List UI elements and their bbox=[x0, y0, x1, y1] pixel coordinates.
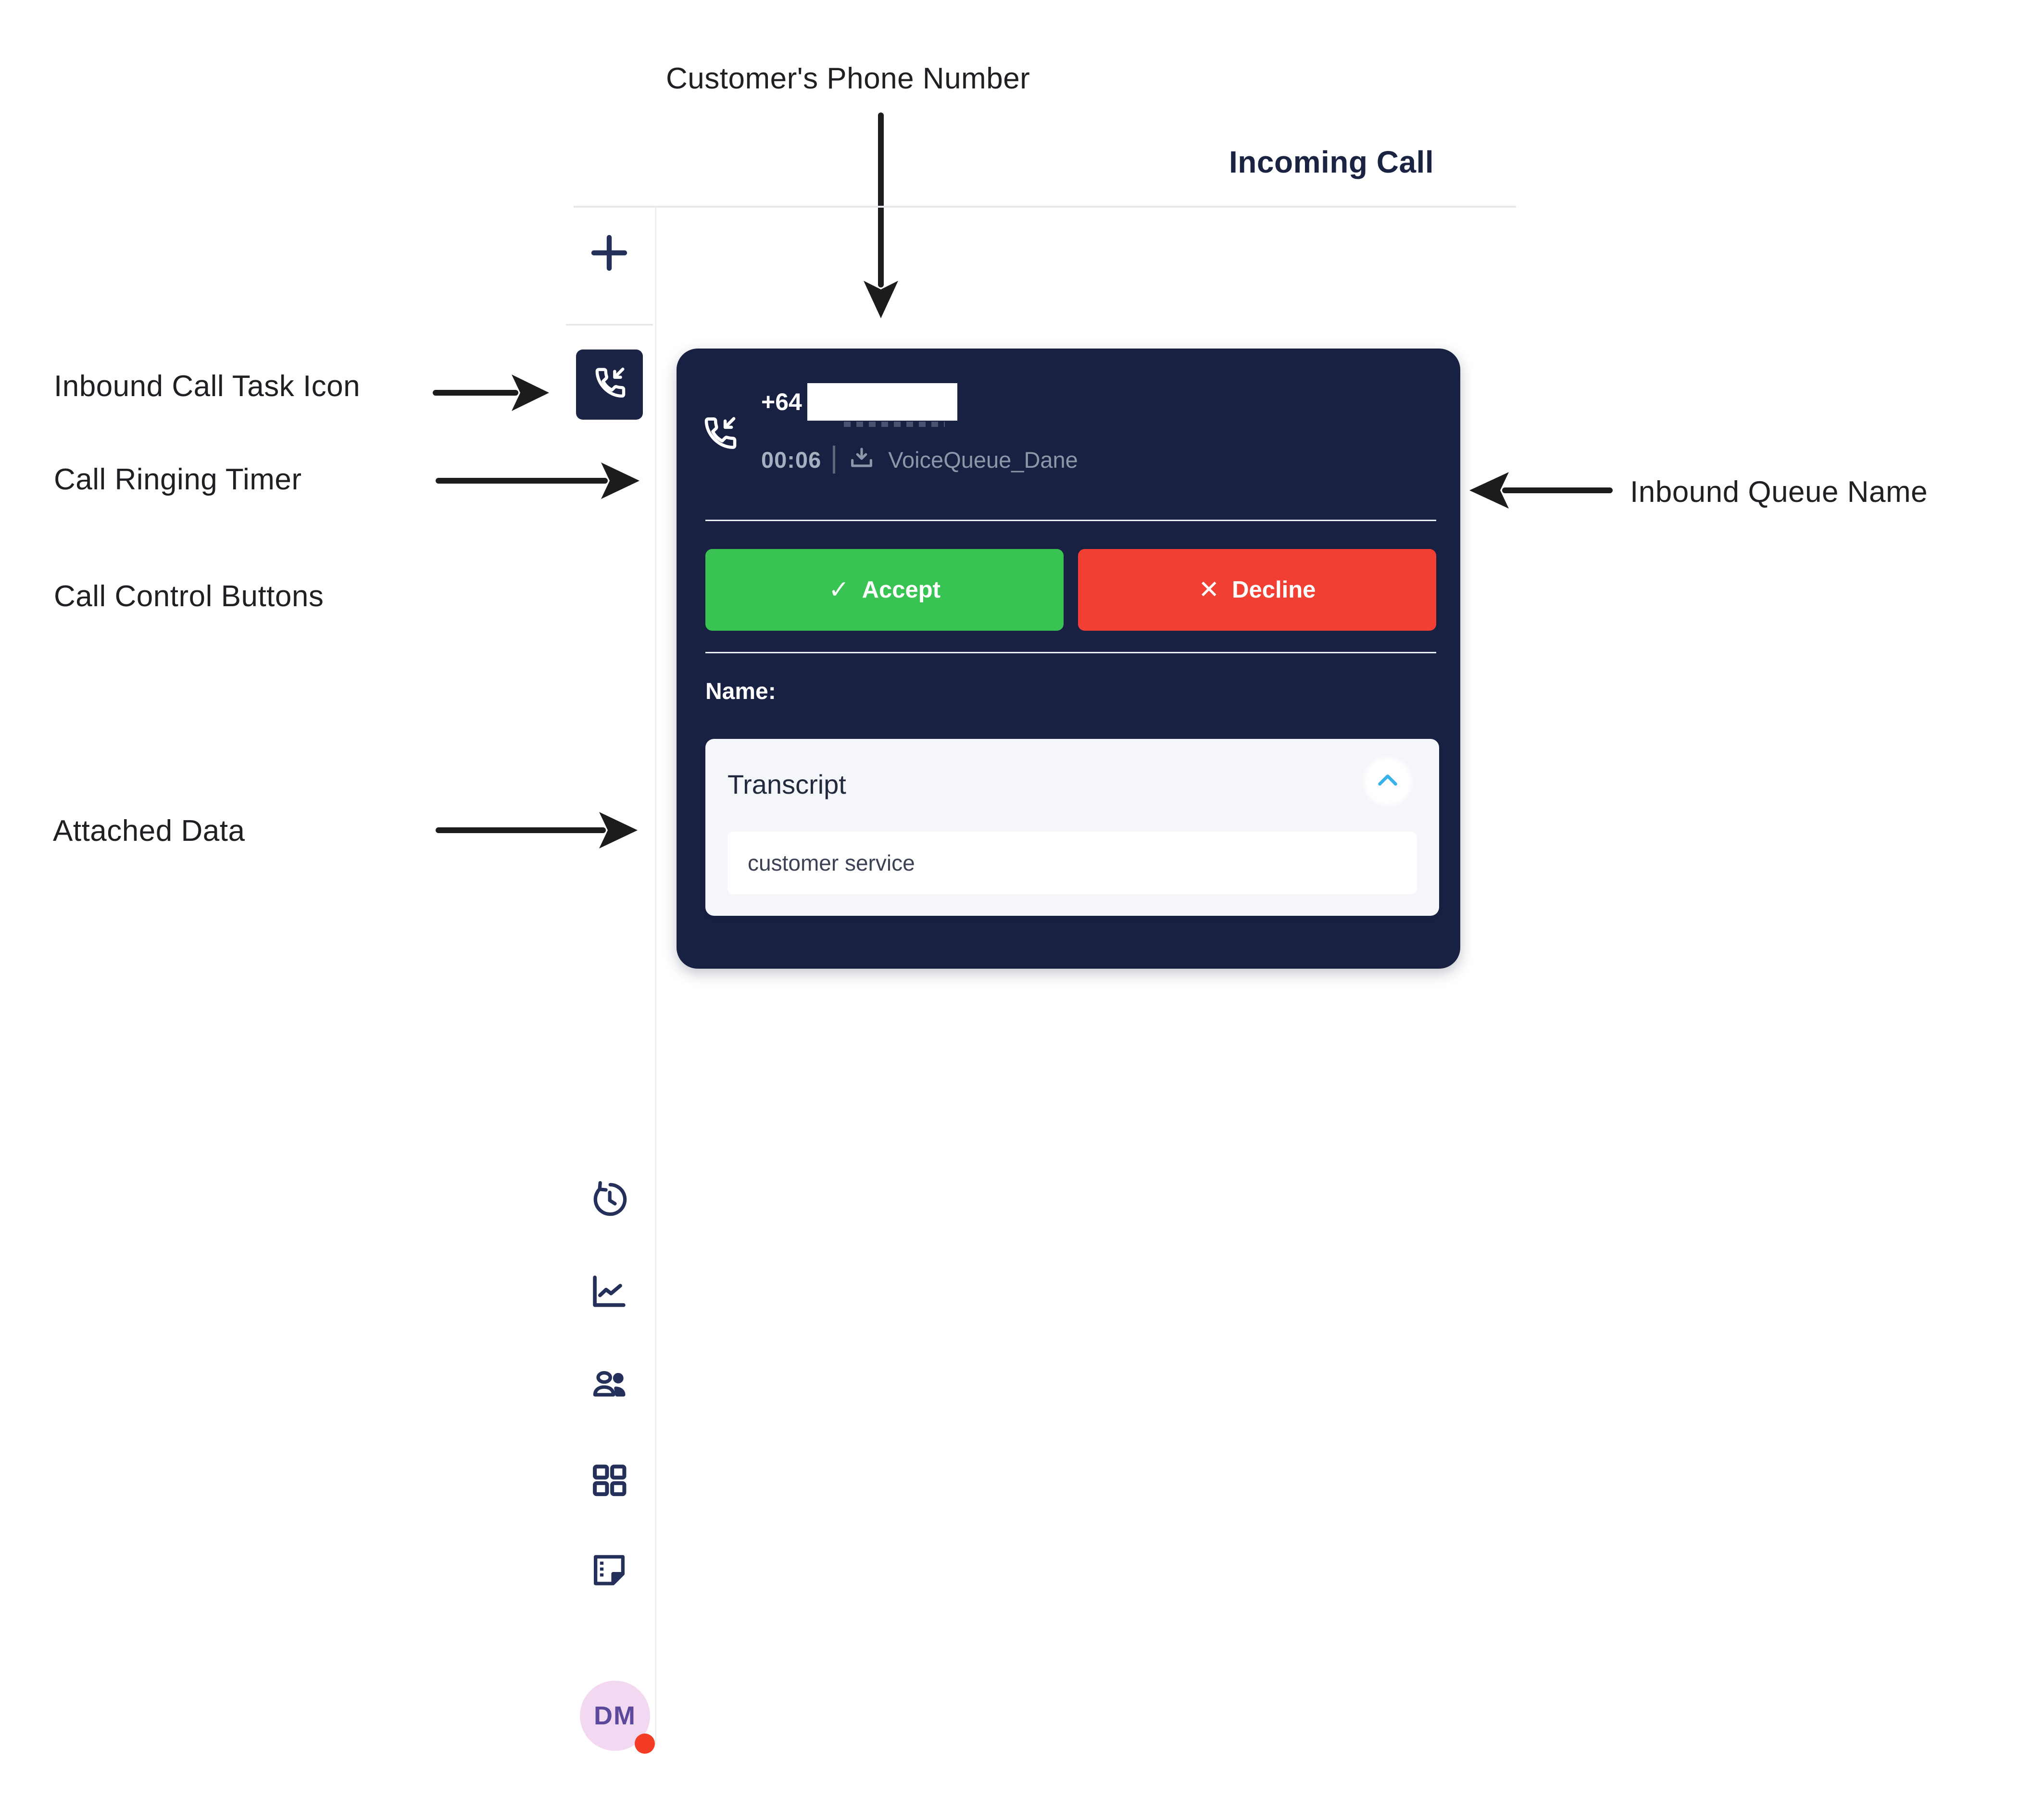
line-chart-icon bbox=[587, 1269, 631, 1316]
transcript-section-title[interactable]: Transcript bbox=[727, 769, 846, 799]
sidebar-item-agents[interactable] bbox=[583, 1360, 636, 1412]
sidebar-item-reports[interactable] bbox=[583, 1266, 636, 1319]
decline-label: Decline bbox=[1232, 577, 1316, 603]
x-icon: ✕ bbox=[1198, 576, 1220, 604]
annotation-queue-name: Inbound Queue Name bbox=[1630, 475, 1928, 509]
phone-redaction-box bbox=[807, 383, 957, 421]
decline-button[interactable]: ✕ Decline bbox=[1078, 549, 1436, 631]
chevron-up-icon bbox=[1372, 765, 1404, 799]
collapse-toggle[interactable] bbox=[1361, 755, 1414, 808]
call-ringing-timer: 00:06 bbox=[761, 447, 822, 473]
page-title: Incoming Call bbox=[1229, 145, 1434, 179]
incoming-call-icon bbox=[698, 412, 742, 459]
check-icon: ✓ bbox=[828, 576, 850, 604]
accept-label: Accept bbox=[862, 577, 940, 603]
sidebar-item-history[interactable] bbox=[583, 1174, 636, 1227]
card-separator bbox=[705, 652, 1436, 653]
name-label: Name: bbox=[705, 679, 776, 704]
annotation-ringing-timer: Call Ringing Timer bbox=[54, 463, 302, 496]
avatar-initials: DM bbox=[594, 1701, 636, 1730]
annotation-inbound-task: Inbound Call Task Icon bbox=[54, 370, 361, 403]
inbound-queue-name: VoiceQueue_Dane bbox=[888, 447, 1078, 473]
plus-icon bbox=[586, 230, 632, 278]
annotation-call-controls: Call Control Buttons bbox=[54, 580, 324, 613]
redacted-digits bbox=[844, 422, 945, 427]
sidebar-divider bbox=[566, 324, 653, 325]
incoming-call-icon bbox=[589, 363, 630, 407]
sidebar-item-notes[interactable] bbox=[583, 1545, 636, 1597]
incoming-call-card: +64 00:06 VoiceQueue_Dane ✓ Accept ✕ Dec… bbox=[677, 349, 1460, 969]
card-separator bbox=[705, 520, 1436, 521]
queue-icon bbox=[847, 445, 877, 474]
annotation-attached-data: Attached Data bbox=[53, 814, 245, 848]
agents-icon bbox=[587, 1363, 631, 1410]
grid-icon bbox=[587, 1458, 631, 1505]
presence-dot bbox=[635, 1734, 655, 1754]
history-icon bbox=[587, 1177, 631, 1224]
sidebar-item-apps[interactable] bbox=[583, 1455, 636, 1508]
sidebar-item-inbound-call-task[interactable] bbox=[576, 349, 643, 420]
add-task-button[interactable] bbox=[583, 227, 636, 280]
accept-button[interactable]: ✓ Accept bbox=[705, 549, 1064, 631]
avatar[interactable]: DM bbox=[580, 1681, 650, 1751]
transcript-value-box: customer service bbox=[727, 832, 1417, 894]
attached-data-panel: Transcript customer service bbox=[705, 739, 1439, 916]
notes-icon bbox=[587, 1548, 631, 1595]
header-divider bbox=[574, 206, 1516, 208]
customer-phone-number: +64 bbox=[761, 388, 802, 415]
sidebar-border bbox=[655, 207, 656, 1745]
divider bbox=[833, 446, 836, 474]
transcript-value: customer service bbox=[748, 850, 915, 875]
annotation-customer-phone: Customer's Phone Number bbox=[666, 62, 1030, 95]
